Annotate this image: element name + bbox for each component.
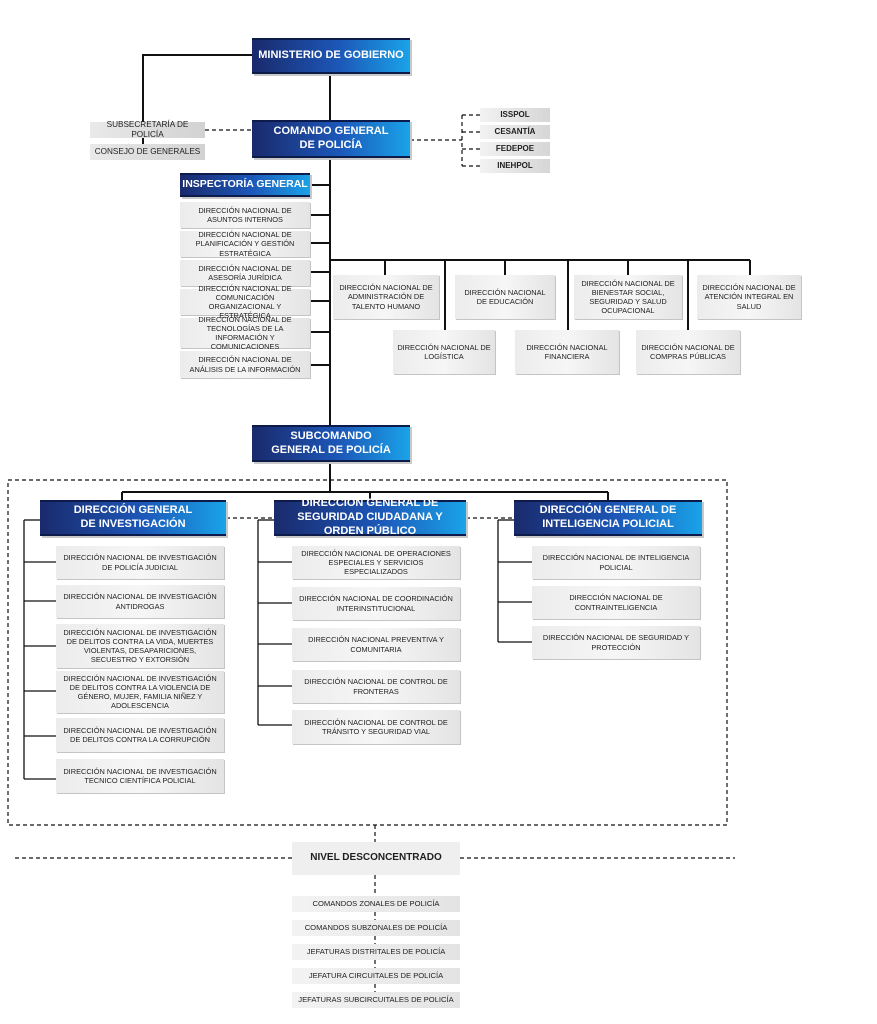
agency-label: ISSPOL xyxy=(500,110,530,119)
investigacion-unit: DIRECCIÓN NACIONAL DE INVESTIGACIÓN DE D… xyxy=(56,718,224,752)
support-unit: DIRECCIÓN NACIONAL FINANCIERA xyxy=(515,330,619,374)
support-unit: DIRECCIÓN NACIONAL DE ADMINISTRACIÓN DE … xyxy=(333,275,439,319)
level-label: JEFATURAS DISTRITALES DE POLICÍA xyxy=(306,947,446,957)
inteligencia-unit: DIRECCIÓN NACIONAL DE SEGURIDAD Y PROTEC… xyxy=(532,626,700,659)
investigacion-unit: DIRECCIÓN NACIONAL DE INVESTIGACIÓN ANTI… xyxy=(56,585,224,618)
inspectoria-unit: DIRECCIÓN NACIONAL DE COMUNICACIÓN ORGAN… xyxy=(180,284,310,320)
agency-label: CESANTÍA xyxy=(494,127,536,136)
directorate-box-inteligencia: DIRECCIÓN GENERAL DE INTELIGENCIA POLICI… xyxy=(514,500,702,536)
seguridad-unit: DIRECCIÓN NACIONAL DE OPERACIONES ESPECI… xyxy=(292,546,460,579)
inspectoria-label: INSPECTORÍA GENERAL xyxy=(182,178,308,191)
investigacion-unit: DIRECCIÓN NACIONAL DE INVESTIGACIÓN DE D… xyxy=(56,624,224,668)
unit-label: DIRECCIÓN NACIONAL DE SEGURIDAD Y PROTEC… xyxy=(542,633,690,652)
seguridad-unit: DIRECCIÓN NACIONAL DE CONTROL DE TRÁNSIT… xyxy=(292,710,460,744)
agency-label: INEHPOL xyxy=(497,161,533,170)
agency-box: FEDEPOE xyxy=(480,142,550,156)
investigacion-unit: DIRECCIÓN NACIONAL DE INVESTIGACIÓN DE P… xyxy=(56,546,224,579)
support-unit-label: DIRECCIÓN NACIONAL DE COMPRAS PÚBLICAS xyxy=(641,342,735,361)
desconcentrado-level: COMANDOS ZONALES DE POLICÍA xyxy=(292,896,460,912)
support-unit-label: DIRECCIÓN NACIONAL DE EDUCACIÓN xyxy=(464,287,546,306)
subcomando-box: SUBCOMANDO GENERAL DE POLICÍA xyxy=(252,425,410,462)
consejo-label: CONSEJO DE GENERALES xyxy=(94,146,201,156)
investigacion-unit: DIRECCIÓN NACIONAL DE INVESTIGACIÓN DE D… xyxy=(56,671,224,713)
inteligencia-unit: DIRECCIÓN NACIONAL DE CONTRAINTELIGENCIA xyxy=(532,586,700,619)
agency-box: INEHPOL xyxy=(480,159,550,173)
agency-box: CESANTÍA xyxy=(480,125,550,139)
support-unit-label: DIRECCIÓN NACIONAL FINANCIERA xyxy=(526,342,608,361)
consejo-box: CONSEJO DE GENERALES xyxy=(90,144,205,160)
unit-label: DIRECCIÓN NACIONAL DE INVESTIGACIÓN DE P… xyxy=(63,553,217,572)
nivel-desconcentrado-title: NIVEL DESCONCENTRADO xyxy=(292,842,460,875)
unit-label: DIRECCIÓN NACIONAL DE CONTRAINTELIGENCIA xyxy=(569,593,663,612)
directorate-label: DIRECCIÓN GENERAL DE INVESTIGACIÓN xyxy=(73,504,193,530)
support-unit-label: DIRECCIÓN NACIONAL DE LOGÍSTICA xyxy=(397,342,491,361)
ministerio-label: MINISTERIO DE GOBIERNO xyxy=(258,49,404,62)
inspectoria-unit: DIRECCIÓN NACIONAL DE TECNOLOGÍAS DE LA … xyxy=(180,315,310,351)
level-label: COMANDOS SUBZONALES DE POLICÍA xyxy=(304,923,448,933)
seguridad-unit: DIRECCIÓN NACIONAL DE COORDINACIÓN INTER… xyxy=(292,587,460,620)
inspectoria-unit-label: DIRECCIÓN NACIONAL DE ASUNTOS INTERNOS xyxy=(198,205,292,224)
inspectoria-unit-label: DIRECCIÓN NACIONAL DE ANÁLISIS DE LA INF… xyxy=(189,355,301,374)
inspectoria-unit: DIRECCIÓN NACIONAL DE ASUNTOS INTERNOS xyxy=(180,202,310,228)
desconcentrado-level: JEFATURAS SUBCIRCUITALES DE POLICÍA xyxy=(292,992,460,1008)
support-unit: DIRECCIÓN NACIONAL DE LOGÍSTICA xyxy=(393,330,495,374)
inteligencia-unit: DIRECCIÓN NACIONAL DE INTELIGENCIA POLIC… xyxy=(532,546,700,579)
support-unit: DIRECCIÓN NACIONAL DE ATENCIÓN INTEGRAL … xyxy=(697,275,801,319)
support-unit: DIRECCIÓN NACIONAL DE BIENESTAR SOCIAL, … xyxy=(574,275,682,319)
support-unit-label: DIRECCIÓN NACIONAL DE ADMINISTRACIÓN DE … xyxy=(339,283,433,311)
desconcentrado-level: JEFATURA CIRCUITALES DE POLICÍA xyxy=(292,968,460,984)
unit-label: DIRECCIÓN NACIONAL DE INVESTIGACIÓN ANTI… xyxy=(63,592,217,611)
unit-label: DIRECCIÓN NACIONAL DE INTELIGENCIA POLIC… xyxy=(542,553,690,572)
seguridad-unit: DIRECCIÓN NACIONAL PREVENTIVA Y COMUNITA… xyxy=(292,628,460,661)
comando-general-label: COMANDO GENERAL DE POLICÍA xyxy=(273,125,389,151)
subsecretaria-box: SUBSECRETARÍA DE POLICÍA xyxy=(90,119,205,139)
desconcentrado-level: COMANDOS SUBZONALES DE POLICÍA xyxy=(292,920,460,936)
directorate-label: DIRECCIÓN GENERAL DE SEGURIDAD CIUDADANA… xyxy=(297,497,443,537)
inspectoria-box: INSPECTORÍA GENERAL xyxy=(180,173,310,197)
support-unit-label: DIRECCIÓN NACIONAL DE BIENESTAR SOCIAL, … xyxy=(581,278,675,316)
unit-label: DIRECCIÓN NACIONAL DE INVESTIGACIÓN TECN… xyxy=(63,766,217,785)
level-label: COMANDOS ZONALES DE POLICÍA xyxy=(312,899,440,909)
seguridad-unit: DIRECCIÓN NACIONAL DE CONTROL DE FRONTER… xyxy=(292,670,460,703)
investigacion-unit: DIRECCIÓN NACIONAL DE INVESTIGACIÓN TECN… xyxy=(56,759,224,793)
inspectoria-unit: DIRECCIÓN NACIONAL DE PLANIFICACIÓN Y GE… xyxy=(180,230,310,258)
inspectoria-unit: DIRECCIÓN NACIONAL DE ANÁLISIS DE LA INF… xyxy=(180,351,310,378)
unit-label: DIRECCIÓN NACIONAL DE INVESTIGACIÓN DE D… xyxy=(63,673,217,711)
inspectoria-unit-label: DIRECCIÓN NACIONAL DE ASESORÍA JURÍDICA xyxy=(198,263,292,282)
unit-label: DIRECCIÓN NACIONAL PREVENTIVA Y COMUNITA… xyxy=(308,635,444,654)
inspectoria-unit: DIRECCIÓN NACIONAL DE ASESORÍA JURÍDICA xyxy=(180,260,310,286)
support-unit: DIRECCIÓN NACIONAL DE EDUCACIÓN xyxy=(455,275,555,319)
level-label: JEFATURA CIRCUITALES DE POLICÍA xyxy=(308,971,444,981)
ministerio-box: MINISTERIO DE GOBIERNO xyxy=(252,38,410,74)
unit-label: DIRECCIÓN NACIONAL DE OPERACIONES ESPECI… xyxy=(301,548,451,577)
comando-general-box: COMANDO GENERAL DE POLICÍA xyxy=(252,120,410,158)
inspectoria-unit-label: DIRECCIÓN NACIONAL DE COMUNICACIÓN ORGAN… xyxy=(198,283,292,321)
level-label: JEFATURAS SUBCIRCUITALES DE POLICÍA xyxy=(298,995,454,1005)
support-unit: DIRECCIÓN NACIONAL DE COMPRAS PÚBLICAS xyxy=(636,330,740,374)
agency-label: FEDEPOE xyxy=(495,144,535,153)
unit-label: DIRECCIÓN NACIONAL DE CONTROL DE TRÁNSIT… xyxy=(304,717,448,736)
subsecretaria-label: SUBSECRETARÍA DE POLICÍA xyxy=(106,119,189,139)
unit-label: DIRECCIÓN NACIONAL DE CONTROL DE FRONTER… xyxy=(304,677,448,696)
directorate-box-seguridad: DIRECCIÓN GENERAL DE SEGURIDAD CIUDADANA… xyxy=(274,497,466,537)
directorate-box-investigacion: DIRECCIÓN GENERAL DE INVESTIGACIÓN xyxy=(40,500,226,536)
nivel-desconcentrado-label: NIVEL DESCONCENTRADO xyxy=(310,852,442,864)
agency-box: ISSPOL xyxy=(480,108,550,122)
directorate-label: DIRECCIÓN GENERAL DE INTELIGENCIA POLICI… xyxy=(539,504,677,530)
subcomando-label: SUBCOMANDO GENERAL DE POLICÍA xyxy=(271,429,391,456)
unit-label: DIRECCIÓN NACIONAL DE COORDINACIÓN INTER… xyxy=(299,594,453,613)
inspectoria-unit-label: DIRECCIÓN NACIONAL DE PLANIFICACIÓN Y GE… xyxy=(195,230,295,258)
inspectoria-unit-label: DIRECCIÓN NACIONAL DE TECNOLOGÍAS DE LA … xyxy=(198,314,292,352)
desconcentrado-level: JEFATURAS DISTRITALES DE POLICÍA xyxy=(292,944,460,960)
support-unit-label: DIRECCIÓN NACIONAL DE ATENCIÓN INTEGRAL … xyxy=(702,283,796,311)
unit-label: DIRECCIÓN NACIONAL DE INVESTIGACIÓN DE D… xyxy=(63,725,217,744)
unit-label: DIRECCIÓN NACIONAL DE INVESTIGACIÓN DE D… xyxy=(63,627,217,665)
